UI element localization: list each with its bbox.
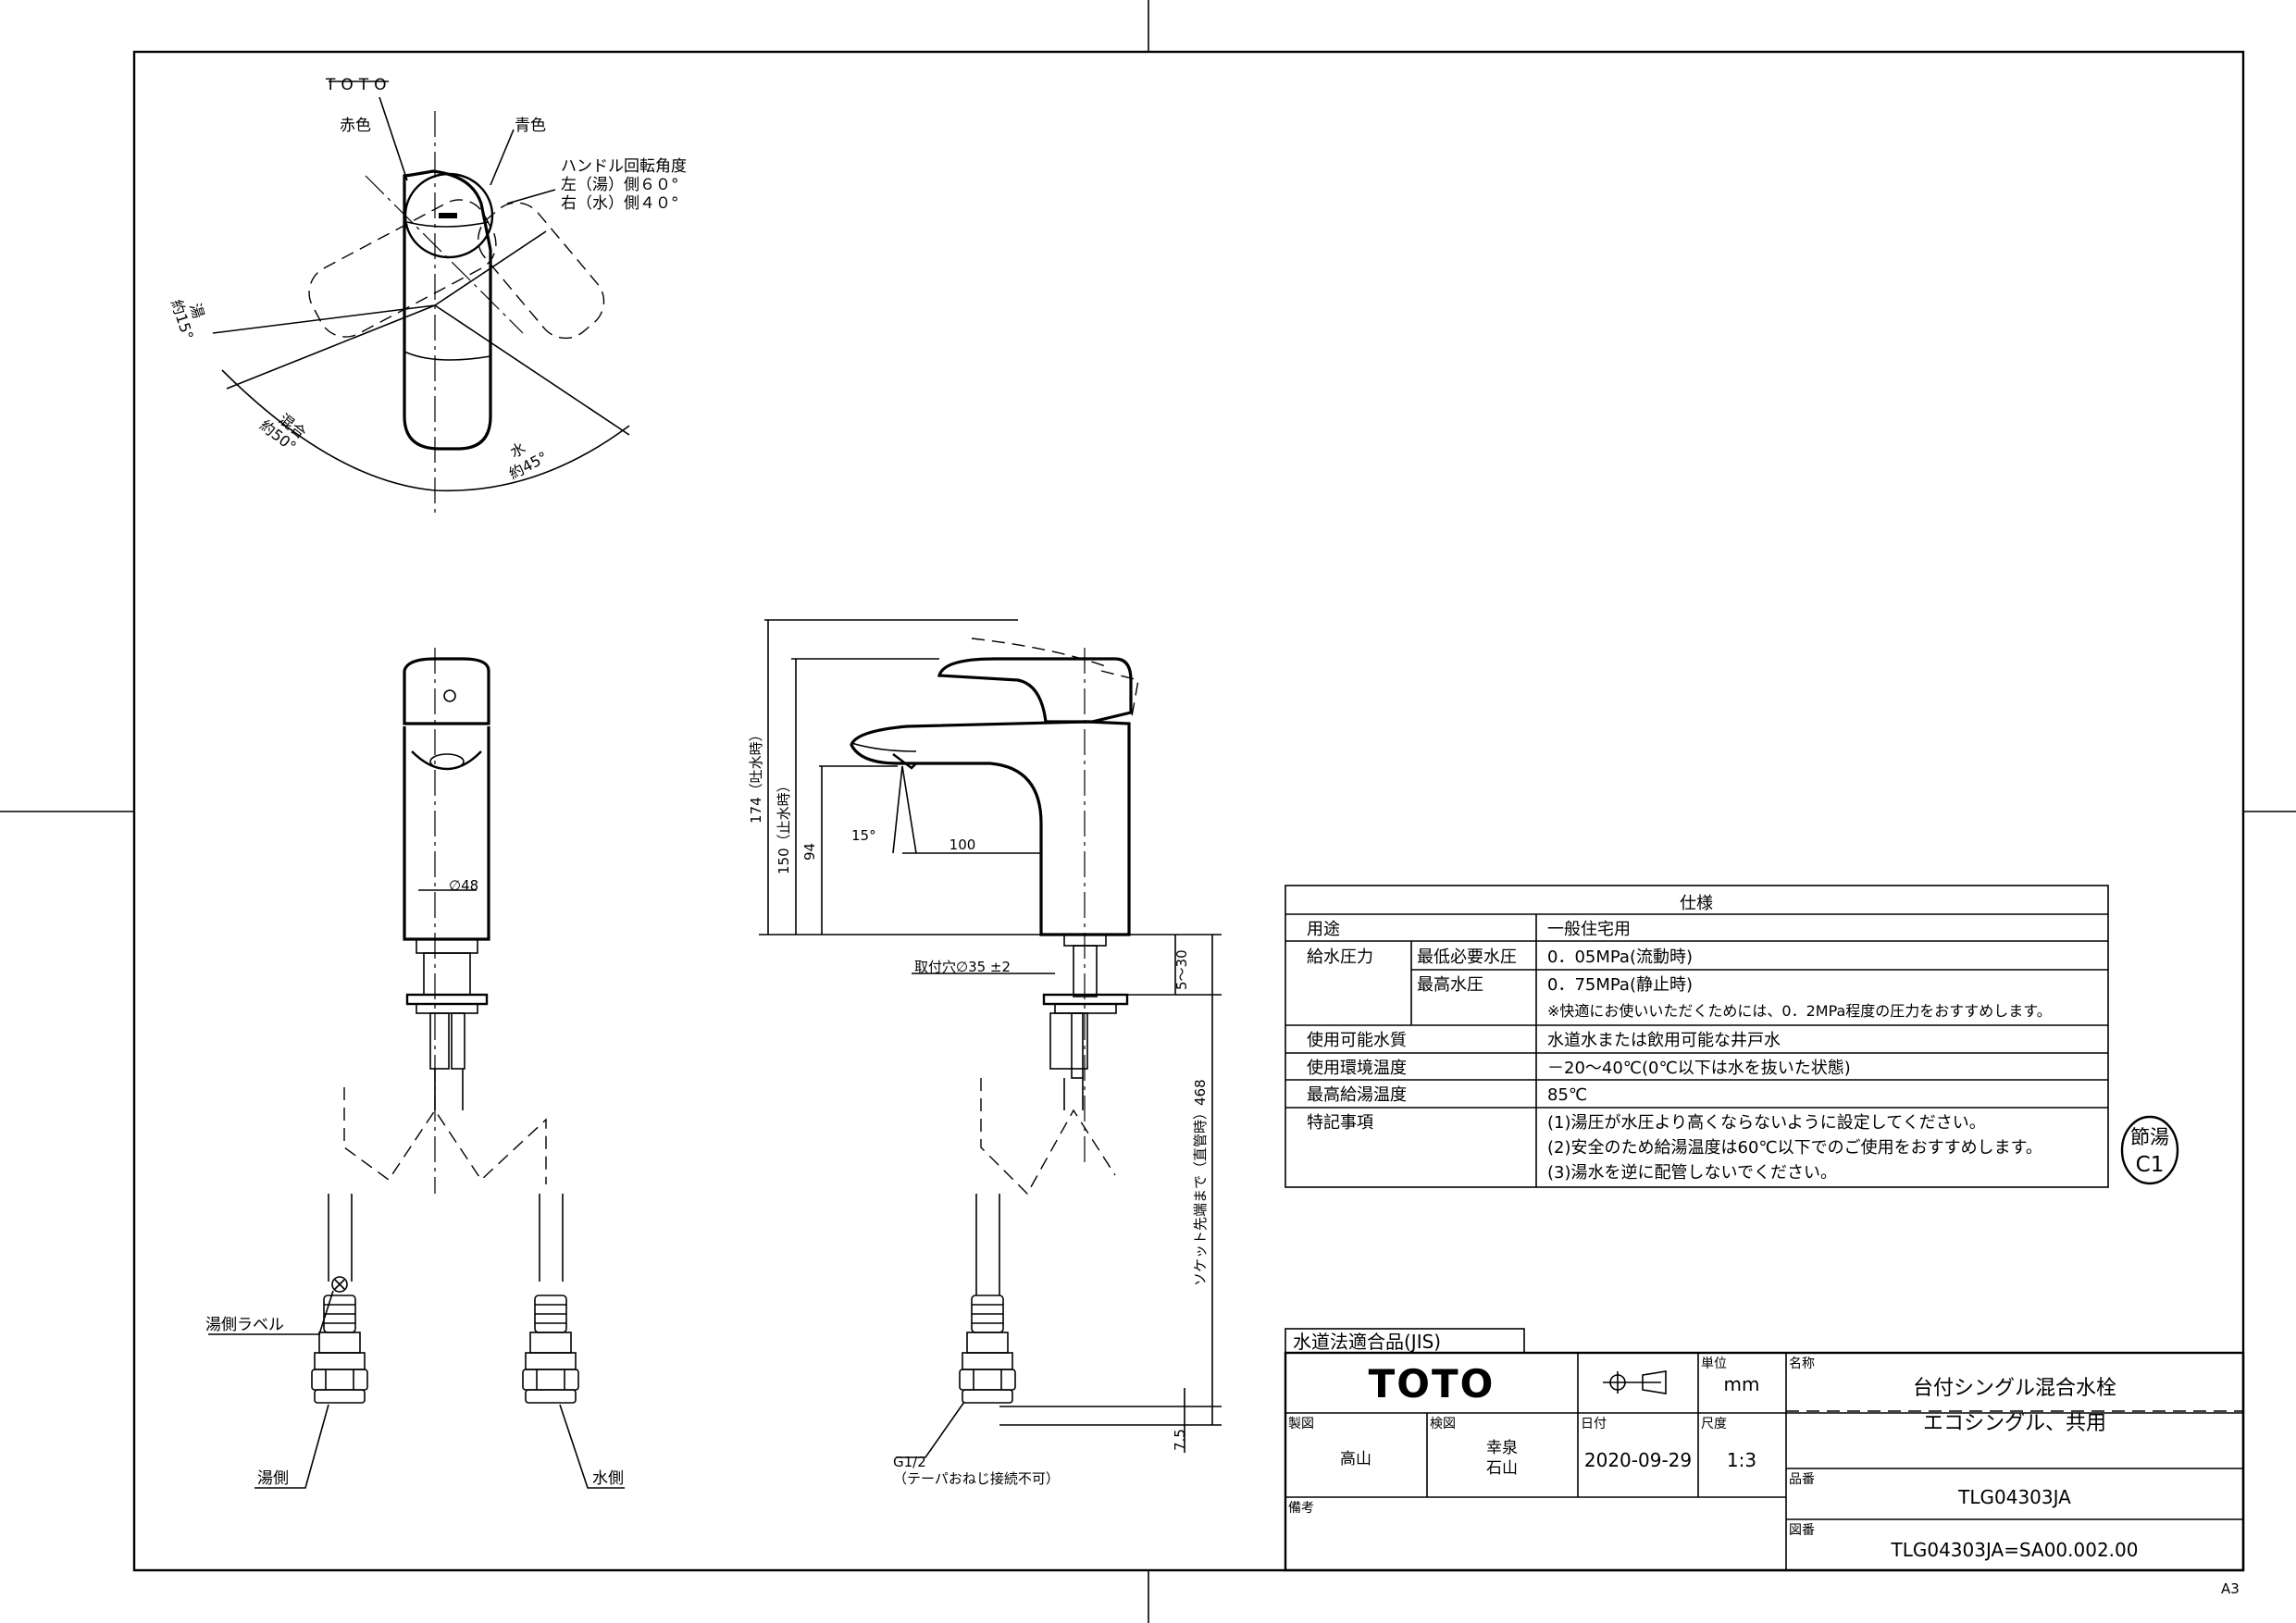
toto-logo: TOTO — [1369, 1361, 1496, 1406]
spec-row-value: (2)安全のため給湯温度は60℃以下でのご使用をおすすめします。 — [1547, 1138, 2042, 1158]
spec-row-value: (1)湯圧が水圧より高くならないように設定してください。 — [1547, 1113, 1986, 1133]
front-diameter: ∅48 — [449, 877, 478, 894]
checked-by-1: 幸泉 — [1486, 1439, 1518, 1457]
spec-row-value: 85℃ — [1547, 1085, 1587, 1105]
jis-label: 水道法適合品(JIS) — [1293, 1331, 1441, 1353]
blue-label: 青色 — [515, 117, 546, 135]
scale-value: 1:3 — [1727, 1449, 1756, 1471]
drawn-by: 高山 — [1340, 1450, 1371, 1468]
spec-table: 仕様 用途 一般住宅用 給水圧力 最低必要水圧 0．05MPa(流動時) 最高水… — [1285, 885, 2109, 1188]
cold-angle-label: 水 — [507, 439, 528, 461]
handle-angle-right: 右（水）側４０° — [561, 194, 679, 213]
spec-row-value: 0．05MPa(流動時) — [1547, 948, 1693, 967]
part-number: TLG04303JA — [1957, 1486, 2071, 1508]
spec-row-label: 使用環境温度 — [1307, 1059, 1407, 1078]
hot-side-label: 湯側 — [257, 1469, 289, 1488]
dim-174: 174（吐水時） — [748, 727, 764, 824]
spec-row-value: (3)湯水を逆に配管しないでください。 — [1547, 1163, 1837, 1183]
dim-5-30: 5～30 — [1173, 949, 1190, 990]
spec-row-note: ※快適にお使いいただくためには、0．2MPa程度の圧力をおすすめします。 — [1547, 1002, 2052, 1020]
handle-angle-left: 左（湯）側６０° — [561, 176, 679, 194]
drawn-label: 製図 — [1288, 1417, 1314, 1431]
date-label: 日付 — [1581, 1417, 1607, 1431]
mount-hole-label: 取付穴∅35 ±2 — [914, 959, 1011, 975]
thread-label: G1/2 — [893, 1454, 926, 1470]
product-subname: エコシングル、共用 — [1923, 1412, 2106, 1435]
unit-label: 単位 — [1701, 1357, 1727, 1371]
thread-note: （テーパおねじ接続不可） — [893, 1470, 1060, 1487]
remarks-label: 備考 — [1288, 1501, 1314, 1516]
spec-row-label: 給水圧力 — [1307, 948, 1373, 967]
checked-by-2: 石山 — [1486, 1459, 1518, 1478]
date-value: 2020-09-29 — [1584, 1449, 1692, 1471]
spec-row-value: －20～40℃(0℃以下は水を抜いた状態) — [1547, 1059, 1851, 1078]
stamp-line2: C1 — [2136, 1153, 2165, 1177]
hot-angle-label: 湯 — [186, 301, 207, 320]
spec-row-value: 0．75MPa(静止時) — [1547, 975, 1693, 995]
spec-row-label: 用途 — [1307, 920, 1340, 939]
spec-row-sub: 最低必要水圧 — [1417, 948, 1517, 967]
spec-title: 仕様 — [1680, 894, 1713, 913]
hot-side-label-tag: 湯側ラベル — [205, 1316, 284, 1334]
dim-94: 94 — [801, 843, 818, 861]
top-brand-label: TOTO — [325, 76, 392, 94]
top-view: TOTO 赤色 青色 ハンドル回転角度 左（湯）側６０° 右（水）側４０° 湯 … — [168, 76, 687, 514]
handle-angle-title: ハンドル回転角度 — [561, 157, 687, 176]
product-name: 台付シングル混合水栓 — [1913, 1377, 2116, 1400]
spec-row-label: 特記事項 — [1307, 1113, 1373, 1133]
red-label: 赤色 — [340, 117, 371, 135]
dim-7-5: 7.5 — [1172, 1429, 1188, 1451]
cold-side-label: 水側 — [592, 1469, 624, 1488]
checked-label: 検図 — [1430, 1417, 1456, 1431]
name-label: 名称 — [1789, 1357, 1815, 1371]
spec-row-sub: 最高水圧 — [1417, 975, 1483, 995]
drawing-number: TLG04303JA=SA00.002.00 — [1890, 1539, 2138, 1561]
scale-label: 尺度 — [1701, 1417, 1727, 1431]
water-saving-stamp: 節湯 C1 — [2120, 1115, 2179, 1185]
paper-size: A3 — [2221, 1580, 2240, 1597]
spec-row-label: 使用可能水質 — [1307, 1031, 1407, 1050]
side-view: 100 15° 174（吐水時） 150（止水時） 94 取付穴∅35 ±2 5… — [748, 619, 1222, 1487]
dim-468: ソケット先端まで（直管時）468 — [1192, 1079, 1209, 1286]
title-block: 水道法適合品(JIS) TOTO 単位 mm 名称 台付シングル混合水栓 エコシ… — [1284, 1328, 2245, 1572]
stamp-line1: 節湯 — [2130, 1126, 2169, 1148]
faucet-symbol-icon — [1603, 1370, 1667, 1394]
spec-row-value: 一般住宅用 — [1547, 920, 1631, 939]
part-label: 品番 — [1789, 1472, 1815, 1487]
dim-100: 100 — [949, 836, 976, 853]
unit-value: mm — [1724, 1373, 1760, 1395]
spec-row-value: 水道水または飲用可能な井戸水 — [1547, 1031, 1781, 1050]
front-view: ∅48 — [205, 648, 625, 1489]
spec-row-label: 最高給湯温度 — [1307, 1085, 1407, 1105]
dim-15deg: 15° — [851, 827, 876, 844]
dim-150: 150（止水時） — [776, 778, 792, 874]
drawing-number-label: 図番 — [1789, 1523, 1815, 1538]
